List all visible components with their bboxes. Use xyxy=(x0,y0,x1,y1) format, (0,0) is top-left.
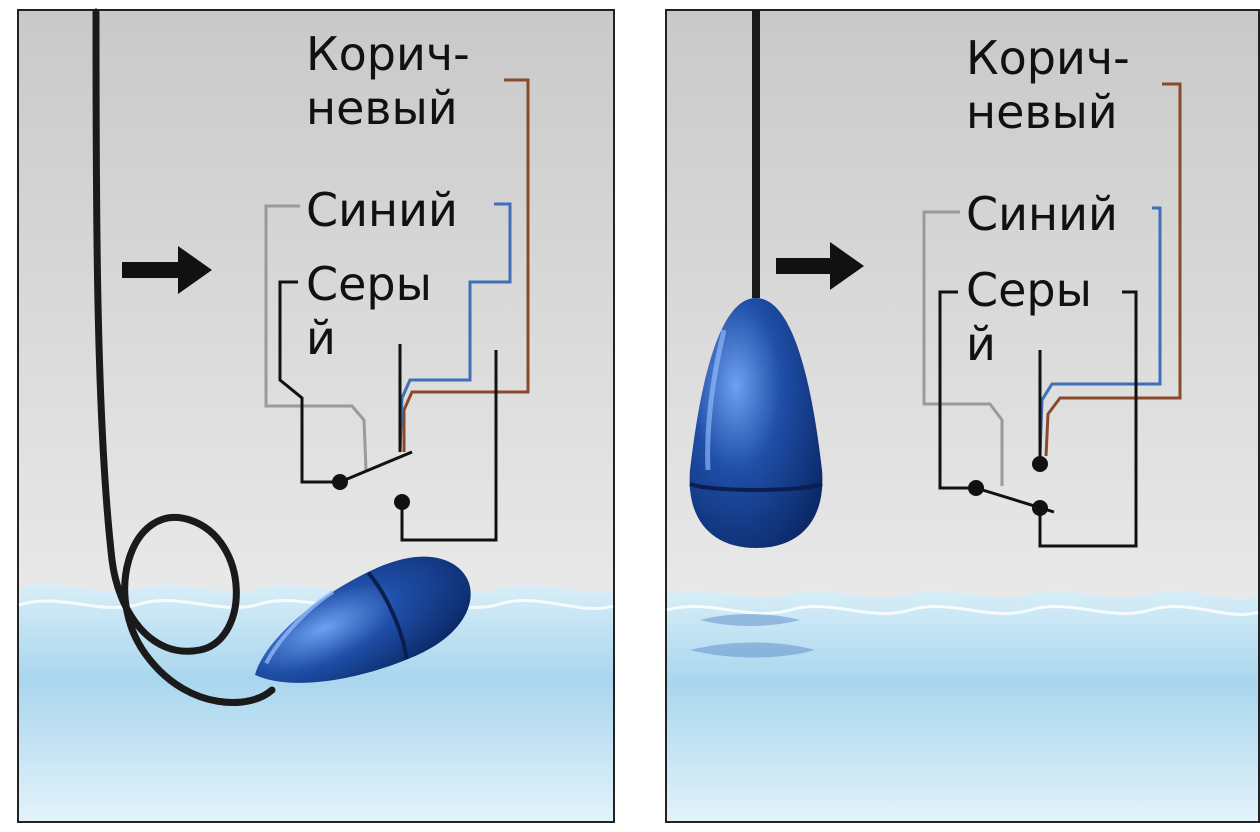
wire-gray-right xyxy=(922,210,1004,486)
wave-line-right xyxy=(666,605,1259,617)
panel-left: Корич- невый Синий Серы й xyxy=(17,8,615,823)
switch-contact-lower-right xyxy=(1032,500,1048,516)
switch-circuit-right xyxy=(938,290,1138,548)
label-gray: Серы xyxy=(306,257,432,311)
label-brown: Корич- xyxy=(306,27,470,81)
float-hanging-icon xyxy=(689,298,823,548)
panel-right: Корич- невый Синий Серы й xyxy=(665,9,1260,823)
arrow-right-icon xyxy=(776,242,864,290)
switch-circuit-left xyxy=(278,280,498,542)
float-switch-icon xyxy=(254,556,471,683)
label-gray: Серы xyxy=(966,263,1092,317)
wire-blue-right xyxy=(1038,206,1162,457)
label-blue: Синий xyxy=(306,183,458,237)
label-gray-2: й xyxy=(966,317,996,371)
switch-contact-upper-right xyxy=(1032,456,1048,472)
wire-brown-right xyxy=(1044,82,1182,457)
label-brown: Корич- xyxy=(966,31,1130,85)
label-brown-2: невый xyxy=(306,81,458,135)
switch-pivot-left xyxy=(332,474,348,490)
float-reflection xyxy=(690,614,815,658)
cable-left xyxy=(92,8,276,706)
label-brown-2: невый xyxy=(966,85,1118,139)
water-right xyxy=(667,590,1258,821)
label-blue: Синий xyxy=(966,187,1118,241)
water-left xyxy=(19,584,613,821)
wire-gray-left xyxy=(264,204,368,471)
wire-brown-left xyxy=(402,78,530,452)
label-gray-2: й xyxy=(306,311,336,365)
switch-pivot-right xyxy=(968,480,984,496)
wire-blue-left xyxy=(398,202,512,453)
switch-contact-left xyxy=(394,494,410,510)
arrow-right-icon xyxy=(122,246,212,294)
